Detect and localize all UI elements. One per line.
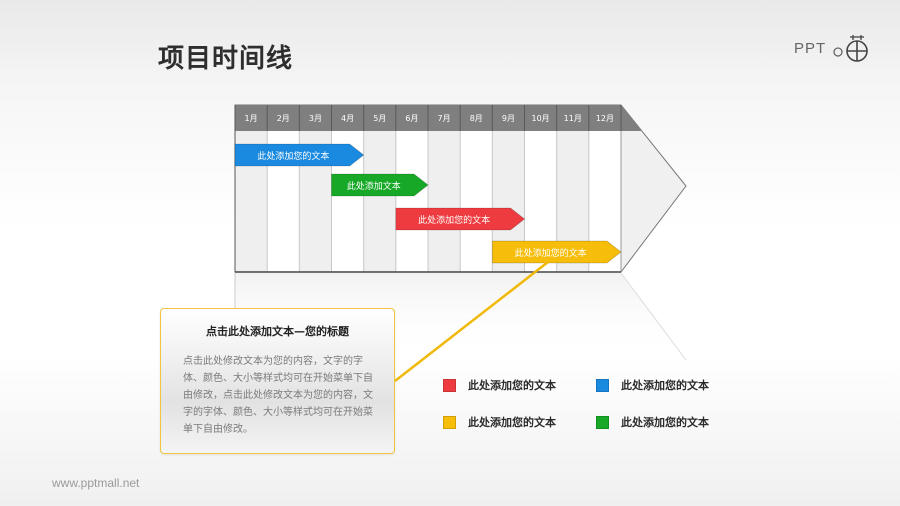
legend-swatch	[596, 378, 609, 392]
month-label: 8月	[469, 113, 483, 123]
month-label: 12月	[595, 113, 614, 123]
legend-swatch	[596, 415, 609, 429]
task-bar[interactable]: 此处添加您的文本	[492, 241, 621, 263]
month-label: 11月	[563, 113, 582, 123]
footer-url: www.pptmall.net	[52, 476, 140, 490]
month-label: 9月	[501, 113, 515, 123]
logo-emblem-icon	[833, 35, 868, 62]
legend-label[interactable]: 此处添加您的文本	[468, 416, 556, 429]
task-bar-label: 此处添加您的文本	[514, 248, 587, 259]
month-label: 4月	[341, 113, 355, 123]
logo: PPT	[794, 32, 874, 66]
task-bar-label: 此处添加文本	[346, 181, 401, 192]
legend-label[interactable]: 此处添加您的文本	[468, 379, 556, 392]
legend-swatch	[443, 415, 456, 429]
month-label: 10月	[531, 113, 550, 123]
callout-box[interactable]: 点击此处添加文本—您的标题 点击此处修改文本为您的内容，文字的字体、颜色、大小等…	[160, 308, 395, 454]
month-label: 5月	[373, 113, 387, 123]
task-bar-label: 此处添加您的文本	[257, 151, 330, 162]
legend-label[interactable]: 此处添加您的文本	[621, 379, 709, 392]
month-label: 2月	[276, 113, 290, 123]
legend-label[interactable]: 此处添加您的文本	[621, 416, 709, 429]
callout-body[interactable]: 点击此处修改文本为您的内容，文字的字体、颜色、大小等样式均可在开始菜单下自由修改…	[183, 356, 373, 435]
page-title: 项目时间线	[158, 44, 294, 74]
task-bar[interactable]: 此处添加您的文本	[235, 144, 364, 166]
month-label: 3月	[308, 113, 322, 123]
month-label: 7月	[437, 113, 451, 123]
task-bar-label: 此处添加您的文本	[418, 215, 491, 226]
month-label: 6月	[405, 113, 419, 123]
callout-title[interactable]: 点击此处添加文本—您的标题	[206, 325, 349, 338]
logo-text: PPT	[794, 40, 827, 57]
month-label: 1月	[244, 113, 258, 123]
legend-item-red: 此处添加您的文本	[443, 377, 556, 393]
legend-item-yellow: 此处添加您的文本	[443, 414, 556, 430]
task-bar[interactable]: 此处添加您的文本	[396, 208, 525, 230]
legend-swatch	[443, 378, 456, 392]
task-bar[interactable]: 此处添加文本	[332, 174, 429, 196]
legend-item-green: 此处添加您的文本	[596, 414, 709, 430]
legend-item-blue: 此处添加您的文本	[596, 377, 709, 393]
